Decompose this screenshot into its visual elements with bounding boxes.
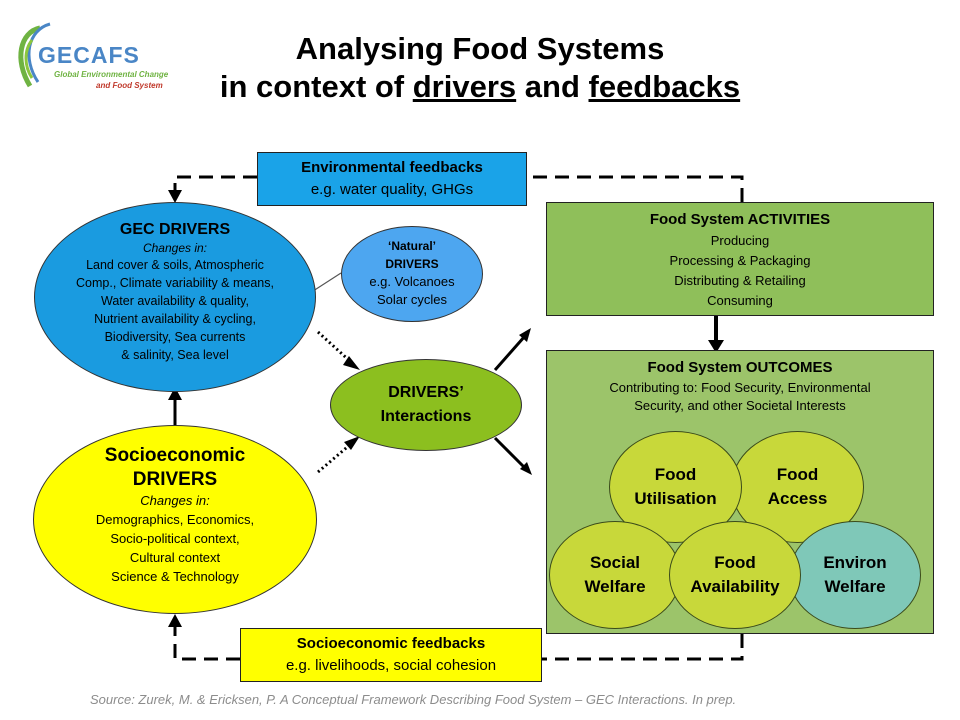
title-line-1: Analysing Food Systems (295, 31, 665, 66)
logo-line2: and Food System (96, 81, 163, 90)
socio-feedback-loop (542, 634, 744, 661)
logo-line1: Global Environmental Change (54, 70, 169, 79)
socio-drivers-ellipse: Socioeconomic DRIVERS Changes in: Demogr… (33, 425, 317, 614)
food-availability-circle: Food Availability (669, 521, 801, 629)
interactions-to-activities-arrow (493, 335, 527, 371)
gec-drivers-line-5: Biodiversity, Sea currents (104, 330, 246, 344)
env-feedback-loop-left (173, 175, 257, 194)
gec-drivers-line-6: & salinity, Sea level (121, 348, 229, 362)
outcomes-line-2: Security, and other Societal Interests (634, 398, 846, 413)
logo-swirl-icon (18, 22, 51, 88)
gec-drivers-line-2: Comp., Climate variability & means, (76, 276, 274, 290)
food-availability-line-1: Food (714, 553, 756, 572)
food-availability-line-2: Availability (690, 577, 780, 596)
socio-drivers-heading-1: Socioeconomic (104, 445, 246, 466)
food-access-line-2: Access (767, 489, 828, 508)
socio-drivers-subheading: Changes in: (140, 493, 210, 508)
food-system-activities-box: Food System ACTIVITIES Producing Process… (546, 202, 934, 316)
socio-to-interactions-arrow (317, 441, 353, 474)
gec-to-interactions-arrow (316, 330, 354, 365)
gec-drivers-ellipse: GEC DRIVERS Changes in: Land cover & soi… (34, 202, 316, 392)
env-feedbacks-heading: Environmental feedbacks (301, 159, 483, 176)
socio-drivers-line-3: Cultural context (129, 550, 221, 565)
title-and: and (516, 69, 589, 104)
gec-drivers-subheading: Changes in: (142, 241, 208, 255)
environ-welfare-circle: Environ Welfare (789, 521, 921, 629)
interactions-line-2: Interactions (380, 408, 472, 425)
food-utilisation-line-2: Utilisation (634, 489, 717, 508)
title-line-2: in context of drivers and feedbacks (150, 68, 810, 106)
title-feedbacks: feedbacks (588, 69, 741, 104)
env-feedbacks-text: e.g. water quality, GHGs (310, 181, 474, 198)
natural-drivers-line-4: Solar cycles (376, 292, 448, 307)
social-welfare-line-2: Welfare (584, 577, 646, 596)
socio-feedback-loop-left (173, 624, 240, 661)
socio-drivers-line-2: Socio-political context, (110, 531, 240, 546)
outcomes-heading: Food System OUTCOMES (647, 359, 833, 376)
food-access-line-1: Food (776, 465, 819, 484)
drivers-interactions-ellipse: DRIVERS’ Interactions (330, 359, 522, 451)
socio-drivers-heading-2: DRIVERS (132, 469, 218, 490)
activities-item-2: Processing & Packaging (669, 253, 811, 268)
page-title: Analysing Food Systems in context of dri… (150, 30, 810, 106)
natural-drivers-line-3: e.g. Volcanoes (369, 274, 455, 289)
outcomes-line-1: Contributing to: Food Security, Environm… (609, 380, 871, 395)
socio-drivers-line-1: Demographics, Economics, (95, 512, 255, 527)
gec-drivers-heading: GEC DRIVERS (119, 221, 231, 238)
socio-feedback-arrowhead (168, 614, 182, 627)
interactions-to-outcomes-arrow (493, 436, 527, 470)
activities-heading: Food System ACTIVITIES (649, 211, 831, 228)
gec-drivers-line-3: Water availability & quality, (101, 294, 249, 308)
title-prefix: in context of (219, 69, 413, 104)
gec-drivers-line-4: Nutrient availability & cycling, (94, 312, 256, 326)
social-welfare-circle: Social Welfare (549, 521, 681, 629)
source-citation: Source: Zurek, M. & Ericksen, P. A Conce… (90, 692, 737, 707)
activities-item-1: Producing (710, 233, 770, 248)
food-utilisation-line-1: Food (654, 465, 697, 484)
socio-feedbacks-text: e.g. livelihoods, social cohesion (285, 657, 497, 674)
env-feedback-arrowhead (168, 190, 182, 203)
gecafs-logo: GECAFS Global Environmental Change and F… (10, 20, 180, 95)
env-feedback-loop (527, 175, 744, 202)
socio-drivers-line-4: Science & Technology (111, 569, 239, 584)
natural-drivers-line-1: ‘Natural’ (387, 239, 436, 253)
environmental-feedbacks-box: Environmental feedbacks e.g. water quali… (257, 152, 527, 206)
socio-feedbacks-heading: Socioeconomic feedbacks (296, 635, 486, 652)
environ-welfare-line-1: Environ (823, 553, 887, 572)
environ-welfare-line-2: Welfare (824, 577, 886, 596)
socioeconomic-feedbacks-box: Socioeconomic feedbacks e.g. livelihoods… (240, 628, 542, 682)
natural-drivers-ellipse: ‘Natural’ DRIVERS e.g. Volcanoes Solar c… (341, 226, 483, 322)
interactions-line-1: DRIVERS’ (388, 384, 464, 401)
logo-name: GECAFS (38, 42, 140, 68)
activities-item-3: Distributing & Retailing (674, 273, 806, 288)
activities-item-4: Consuming (707, 293, 773, 308)
social-welfare-line-1: Social (589, 553, 641, 572)
gec-drivers-line-1: Land cover & soils, Atmospheric (86, 258, 264, 272)
title-drivers: drivers (412, 69, 517, 104)
natural-drivers-line-2: DRIVERS (385, 257, 439, 271)
